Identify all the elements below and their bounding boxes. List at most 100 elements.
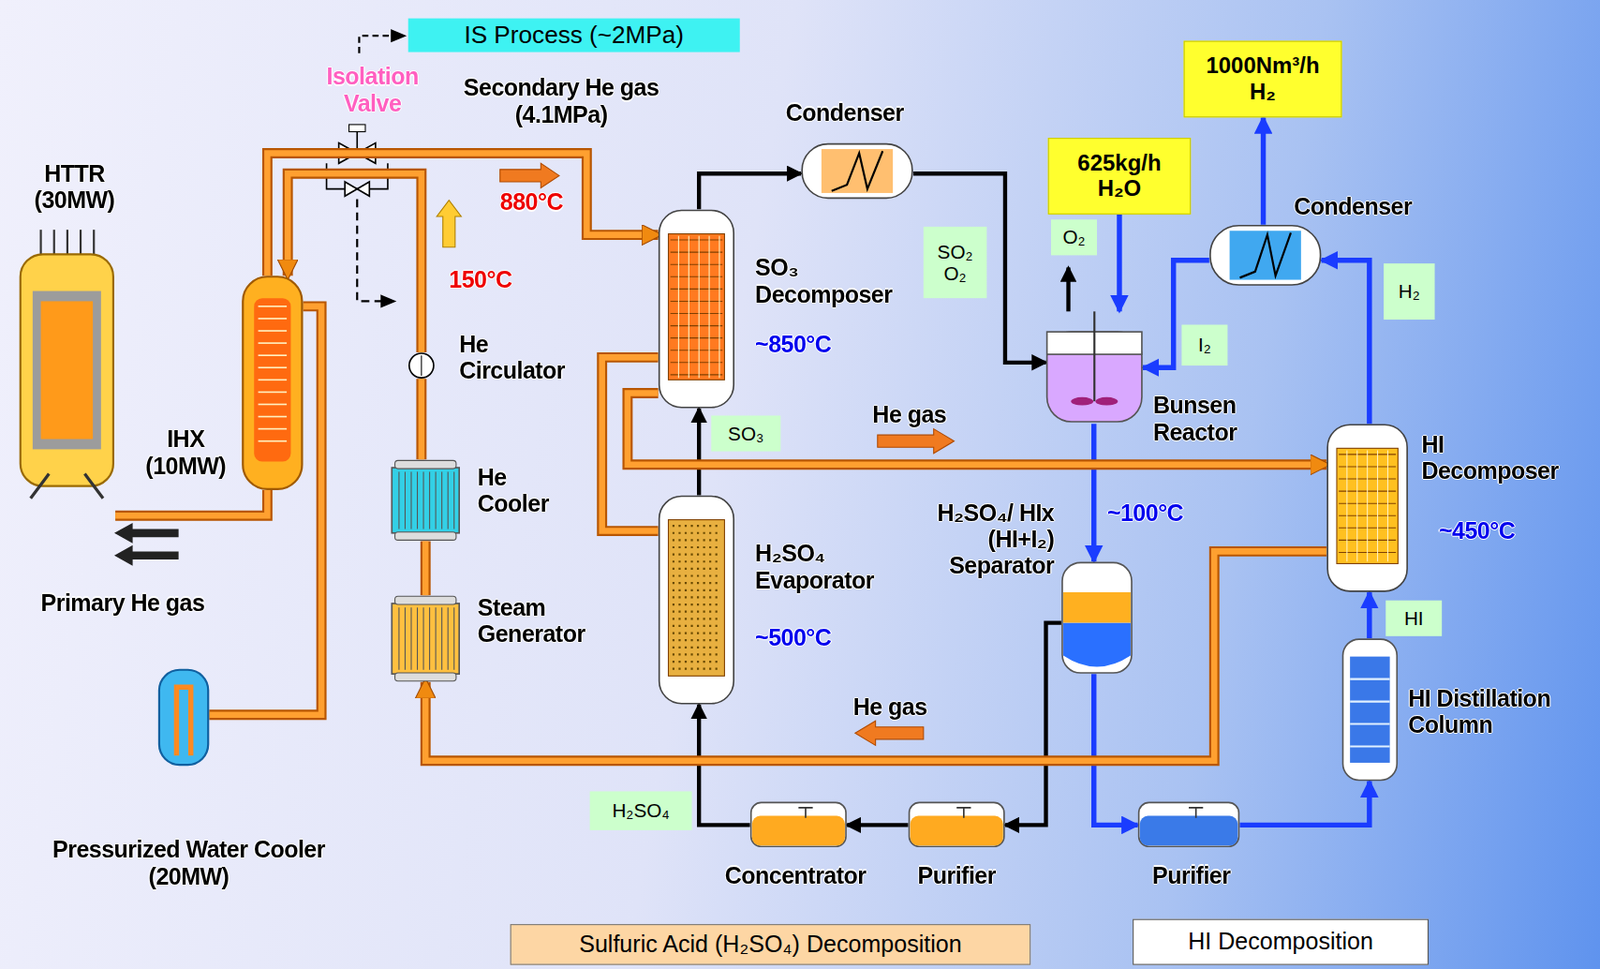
- equipment-label: Steam Generator: [477, 594, 616, 648]
- equipment-label: Condenser: [1293, 193, 1447, 221]
- equipment-icon: [1061, 561, 1133, 674]
- equipment: Bunsen Reactor: [1046, 311, 1143, 424]
- helium-pipe: [627, 392, 1327, 464]
- equipment: He Cooler: [390, 459, 460, 541]
- equipment-icon: [1046, 311, 1143, 424]
- equipment: Purifier: [907, 800, 1005, 847]
- process-stream: [1093, 423, 1095, 562]
- equipment-label: HI Distillation Column: [1407, 685, 1592, 739]
- process-banner: IS Process (~2MPa): [408, 18, 741, 53]
- annotation: ~100°C: [1107, 500, 1210, 527]
- equipment-icon: [390, 459, 460, 541]
- equipment-label: Concentrator: [706, 862, 886, 889]
- flow-arrows: [114, 162, 1068, 745]
- equipment: HI Distillation Column: [1341, 637, 1398, 782]
- section-label-box: Sulfuric Acid (H₂SO₄) Decomposition: [510, 923, 1032, 965]
- equipment-label: H₂SO₄ Evaporator: [755, 540, 924, 593]
- box-text: 625kg/h H₂O: [1053, 150, 1185, 202]
- process-stream: [1118, 214, 1120, 312]
- equipment-label: ~850°C: [755, 331, 889, 358]
- process-stream: [1005, 622, 1062, 826]
- helium-pipe: [425, 550, 1327, 760]
- annotation: Isolation Valve: [306, 64, 440, 118]
- stream-tag: HI: [1385, 600, 1442, 637]
- equipment-icon: [658, 208, 736, 408]
- box-text: HI Decomposition: [1187, 928, 1374, 955]
- quantity-box: 1000Nm³/h H₂: [1184, 41, 1343, 119]
- annotation: 150°C: [448, 266, 541, 294]
- annotation: He gas: [853, 694, 946, 721]
- process-stream: [913, 173, 1047, 363]
- equipment-label: Purifier: [898, 862, 1016, 889]
- equipment-label: IHX (10MW): [130, 426, 241, 479]
- equipment: H₂SO₄ Evaporator~500°C: [658, 494, 736, 704]
- stream-tag: O₂: [1051, 219, 1097, 255]
- equipment: HI Decomposer~450°C: [1326, 423, 1408, 593]
- equipment: SO₃ Decomposer~850°C: [658, 208, 736, 408]
- equipment: Condenser: [800, 143, 914, 200]
- equipment-label: Pressurized Water Cooler (20MW): [50, 836, 326, 889]
- equipment-label: He Cooler: [477, 464, 580, 518]
- equipment-icon: [390, 594, 460, 682]
- box-text: H₂: [1398, 280, 1421, 302]
- equipment: H₂SO₄/ HIx (HI+I₂) Separator: [1061, 561, 1133, 674]
- equipment-label: HI Decomposer: [1421, 431, 1580, 485]
- equipment: Pressurized Water Cooler (20MW): [158, 668, 209, 767]
- stream-tag: I₂: [1181, 324, 1228, 366]
- process-stream: [1262, 117, 1264, 224]
- equipment-label: Bunsen Reactor: [1153, 392, 1281, 445]
- box-text: H₂SO₄: [611, 800, 669, 822]
- equipment-icon: [158, 668, 209, 767]
- equipment-label: ~450°C: [1438, 518, 1572, 546]
- equipment-icon: [1209, 224, 1322, 286]
- equipment: Steam Generator: [390, 594, 460, 682]
- helium-pipe: [425, 540, 427, 595]
- equipment: He Circulator: [408, 352, 435, 379]
- equipment-icon: [1326, 423, 1408, 593]
- quantity-box: 625kg/h H₂O: [1048, 137, 1192, 215]
- equipment-label: HTTR (30MW): [14, 161, 135, 214]
- box-text: SO₃: [727, 422, 764, 445]
- equipment-icon: [907, 800, 1005, 847]
- box-text: I₂: [1198, 334, 1212, 356]
- process-stream: [1094, 673, 1139, 825]
- process-stream: [1239, 781, 1369, 826]
- equipment-label: H₂SO₄/ HIx (HI+I₂) Separator: [911, 500, 1055, 579]
- equipment-label: Condenser: [785, 100, 939, 127]
- process-stream: [698, 173, 801, 209]
- isolation-valve-symbol: [326, 124, 388, 196]
- equipment: Purifier: [1138, 800, 1241, 847]
- box-text: IS Process (~2MPa): [463, 21, 684, 49]
- annotation: 880°C: [500, 190, 593, 217]
- equipment-icon: [658, 494, 736, 704]
- stream-tag: SO₂ O₂: [923, 226, 988, 298]
- equipment-icon: [408, 352, 435, 379]
- stream-tag: SO₃: [711, 414, 781, 451]
- process-stream: [1368, 592, 1370, 638]
- box-text: SO₂ O₂: [928, 240, 982, 284]
- equipment-icon: [750, 800, 847, 847]
- annotation: Secondary He gas (4.1MPa): [438, 75, 683, 129]
- box-text: HI: [1404, 607, 1424, 629]
- helium-pipe: [287, 173, 422, 353]
- helium-pipe: [420, 378, 422, 460]
- process-stream: [698, 408, 700, 496]
- helium-pipe: [208, 306, 322, 715]
- equipment-icon: [241, 275, 303, 490]
- helium-pipe: [115, 489, 267, 516]
- process-stream: [846, 824, 908, 826]
- process-stream: [1321, 260, 1370, 424]
- equipment-label: SO₃ Decomposer: [755, 254, 924, 308]
- equipment-icon: [1341, 637, 1398, 782]
- annotation: He gas: [872, 401, 964, 429]
- equipment: Concentrator: [750, 800, 847, 847]
- box-text: O₂: [1062, 226, 1085, 249]
- box-text: Sulfuric Acid (H₂SO₄) Decomposition: [578, 931, 962, 958]
- equipment-label: He Circulator: [459, 331, 587, 385]
- equipment: HTTR (30MW): [18, 229, 116, 521]
- equipment-icon: [18, 229, 116, 521]
- box-text: 1000Nm³/h H₂: [1189, 54, 1336, 105]
- equipment-label: ~500°C: [755, 624, 889, 652]
- equipment: Condenser: [1209, 224, 1322, 286]
